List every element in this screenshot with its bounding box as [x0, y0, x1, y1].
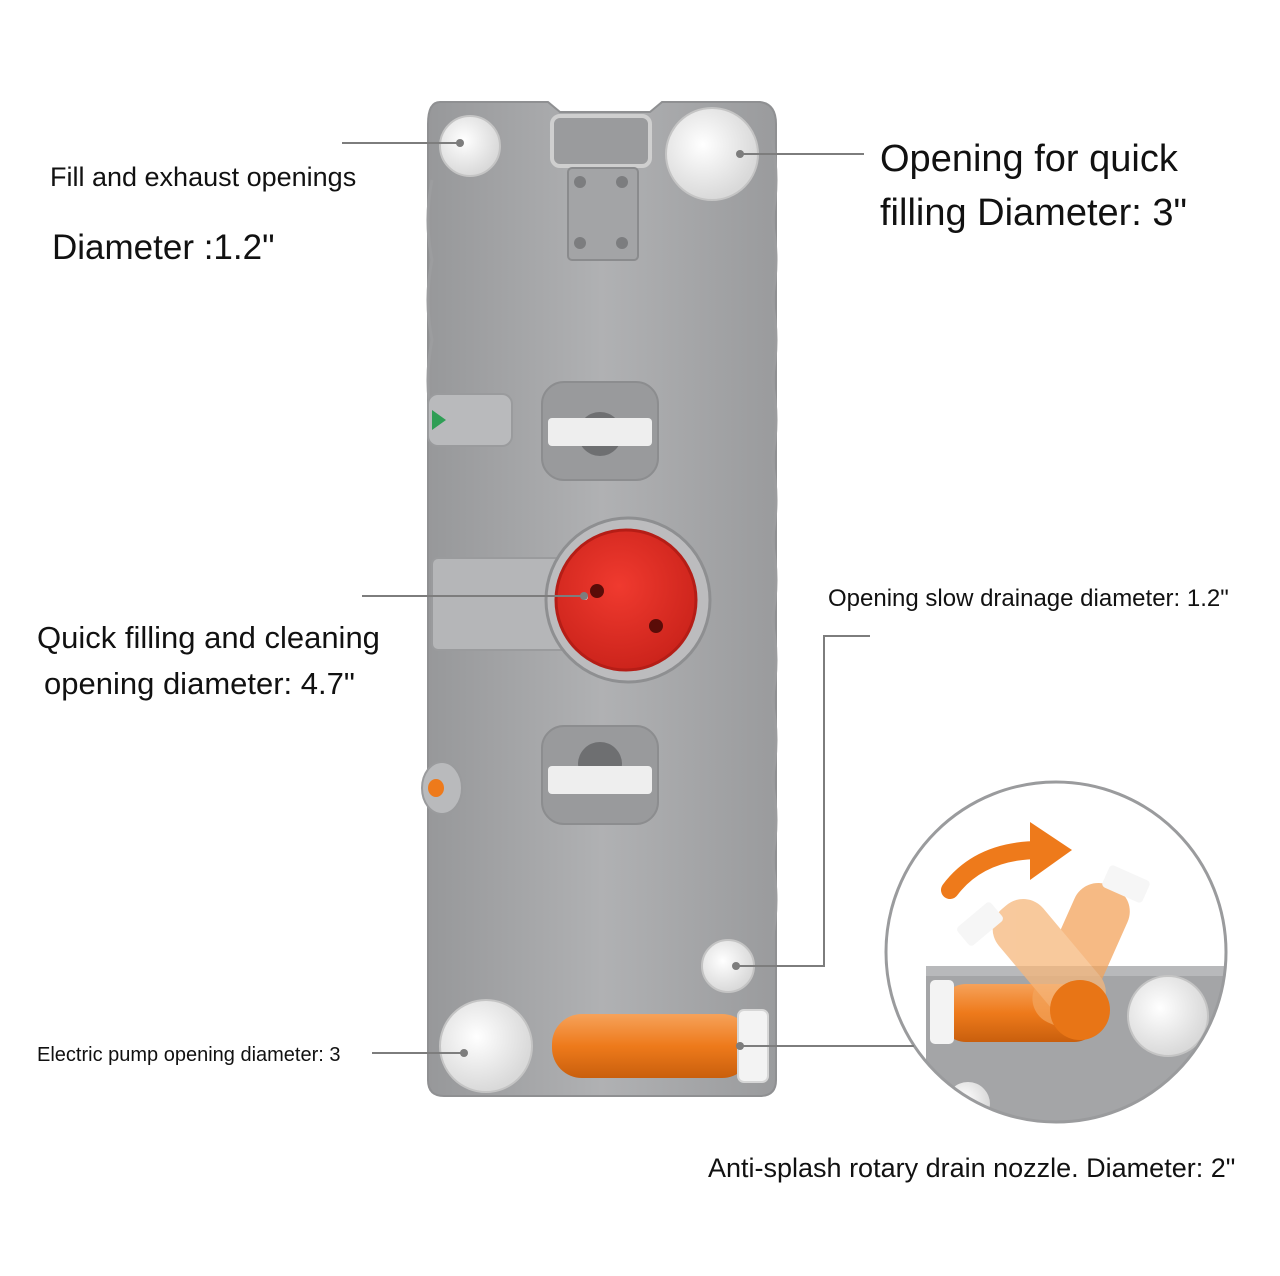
left-grip-edge: [426, 179, 434, 421]
leader-dot: [456, 139, 464, 147]
bracket-screw: [574, 237, 586, 249]
drain-nozzle: [552, 1014, 752, 1078]
inset-border: [884, 780, 1228, 1124]
electric-pump-cap: [439, 999, 533, 1093]
right-grip-edge: [770, 139, 778, 941]
leader-dot: [460, 1049, 468, 1057]
electric-pump-label: Electric pump opening diameter: 3: [37, 1044, 341, 1066]
inset-cap: [1127, 975, 1209, 1057]
lower-grip-bar: [548, 766, 652, 794]
slow-drain-label: Opening slow drainage diameter: 1.2": [828, 585, 1229, 612]
leader-dot: [580, 592, 588, 600]
leader-lines: [342, 139, 914, 1057]
bracket-screw: [616, 176, 628, 188]
fill-exhaust-label: Fill and exhaust openings: [50, 162, 357, 192]
fill-exhaust-cap: [439, 115, 501, 177]
fill-exhaust-diameter: Diameter :1.2": [52, 228, 275, 267]
leader-dot: [732, 962, 740, 970]
water-tank: [421, 101, 778, 1097]
inset-nozzle-tip: [930, 980, 954, 1044]
handle-slot: [550, 114, 652, 168]
inset-nozzle-joint: [1050, 980, 1110, 1040]
red-cap: [554, 528, 698, 672]
handle-bracket: [567, 167, 639, 261]
curved-arrow-head: [1030, 822, 1072, 880]
leader-slow-drain: [736, 635, 870, 967]
level-window: [427, 393, 513, 447]
bracket-screw: [616, 237, 628, 249]
upper-grip-bar: [548, 418, 652, 446]
inset-ghost-tip: [1102, 865, 1150, 903]
side-orange-marker: [428, 779, 444, 797]
drain-nozzle-label: Anti-splash rotary drain nozzle. Diamete…: [708, 1153, 1236, 1183]
red-cap-hole: [649, 619, 663, 633]
triangle-icon: [432, 410, 446, 430]
curved-arrow-icon: [941, 841, 1049, 899]
quick-fill-label: Opening for quick: [880, 138, 1178, 180]
quick-clean-diameter: opening diameter: 4.7": [44, 666, 355, 701]
quick-fill-diameter: filling Diameter: 3": [880, 192, 1188, 234]
red-cap-hole: [590, 584, 604, 598]
leader-dot: [736, 150, 744, 158]
bracket-screw: [574, 176, 586, 188]
nozzle-inset: [884, 780, 1228, 1124]
leader-dot: [736, 1042, 744, 1050]
inset-ghost-tip: [957, 902, 1003, 946]
quick-clean-label: Quick filling and cleaning: [37, 620, 380, 655]
